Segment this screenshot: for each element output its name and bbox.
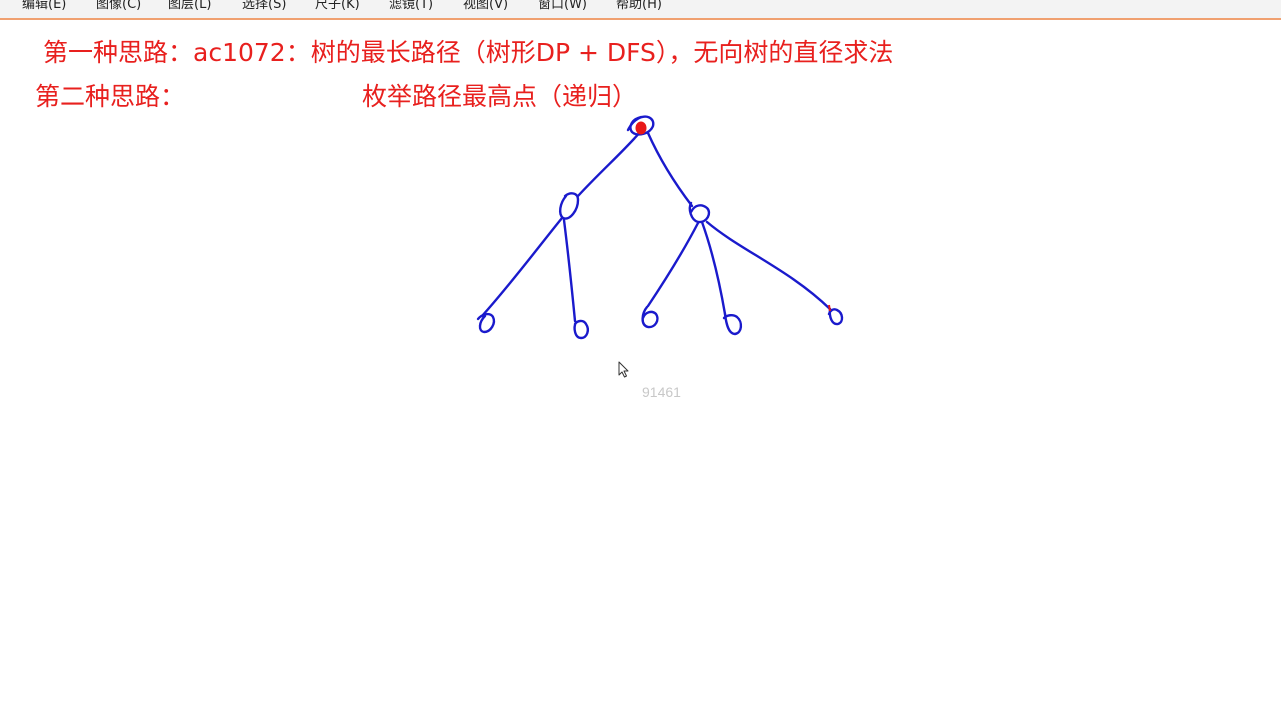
menu-select[interactable]: 选择(S) xyxy=(242,0,287,12)
menu-bar: 编辑(E) 图像(C) 图层(L) 选择(S) 尺子(K) 滤镜(T) 视图(V… xyxy=(0,0,1281,20)
menu-filter[interactable]: 滤镜(T) xyxy=(389,0,434,12)
tree-edge-right-leaf4 xyxy=(700,220,727,316)
tree-node-leaf2 xyxy=(573,319,589,340)
tree-drawing xyxy=(476,115,844,340)
menu-edit[interactable]: 编辑(E) xyxy=(22,0,67,12)
menu-help[interactable]: 帮助(H) xyxy=(616,0,662,12)
tree-edge-root-right xyxy=(646,131,694,208)
tree-node-leaf4 xyxy=(722,312,743,336)
menu-layer[interactable]: 图层(L) xyxy=(168,0,212,12)
tree-edge-root-left xyxy=(576,129,643,198)
tree-node-leaf1 xyxy=(476,312,496,334)
watermark-number: 91461 xyxy=(642,384,681,400)
mouse-cursor-icon xyxy=(618,361,629,378)
menu-window[interactable]: 窗口(W) xyxy=(538,0,587,12)
tree-edge-right-leaf3 xyxy=(646,221,700,308)
tree-edge-right-leaf5 xyxy=(705,220,832,311)
menu-image[interactable]: 图像(C) xyxy=(96,0,142,12)
tree-node-leaf5 xyxy=(827,307,844,326)
menu-ruler[interactable]: 尺子(K) xyxy=(315,0,360,12)
tree-node-leaf3 xyxy=(641,305,659,329)
tree-node-root xyxy=(626,115,655,136)
note-line-2-text: 枚举路径最高点（递归） xyxy=(362,82,638,111)
leaf-tick-mark xyxy=(828,304,831,312)
menu-view[interactable]: 视图(V) xyxy=(463,0,509,12)
tree-node-right xyxy=(688,201,711,224)
tree-edge-left-leaf1 xyxy=(480,216,564,318)
tree-node-left xyxy=(558,192,580,220)
note-line-2-prefix: 第二种思路： xyxy=(35,82,186,111)
tree-edge-left-leaf2 xyxy=(562,218,577,323)
note-line-1: 第一种思路：ac1072：树的最长路径（树形DP + DFS），无向树的直径求法 xyxy=(43,38,894,67)
root-highlight-mark xyxy=(635,121,647,135)
